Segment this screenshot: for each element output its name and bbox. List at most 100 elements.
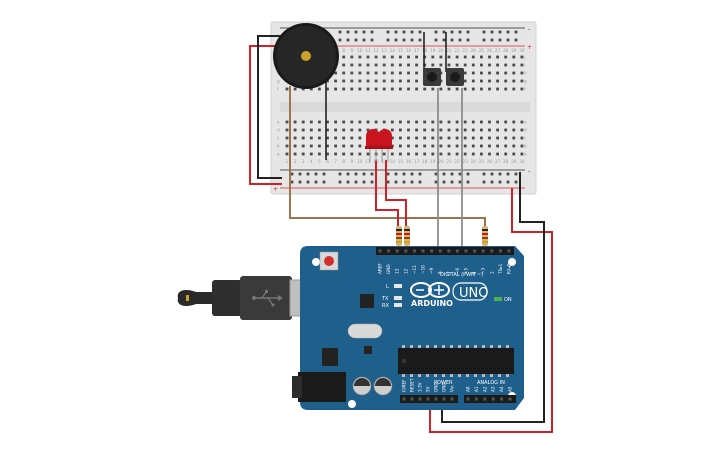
breadboard-hole[interactable] — [471, 120, 475, 124]
breadboard-hole[interactable] — [374, 55, 378, 59]
breadboard-hole[interactable] — [358, 71, 362, 75]
breadboard-hole[interactable] — [293, 128, 297, 132]
breadboard-hole[interactable] — [455, 144, 459, 148]
breadboard-hole[interactable] — [407, 136, 410, 140]
breadboard-hole[interactable] — [318, 144, 321, 148]
breadboard-hole[interactable] — [463, 152, 467, 156]
breadboard-hole[interactable] — [399, 136, 402, 140]
breadboard-hole[interactable] — [512, 120, 516, 124]
breadboard-hole[interactable] — [431, 128, 435, 132]
breadboard-hole[interactable] — [342, 128, 346, 132]
rail-hole[interactable] — [458, 38, 462, 42]
breadboard-hole[interactable] — [455, 136, 459, 140]
breadboard-hole[interactable] — [309, 144, 313, 148]
breadboard-hole[interactable] — [350, 71, 354, 75]
breadboard-hole[interactable] — [358, 128, 362, 132]
breadboard-hole[interactable] — [512, 79, 516, 83]
breadboard-hole[interactable] — [488, 55, 491, 59]
rail-hole[interactable] — [482, 172, 486, 176]
breadboard-hole[interactable] — [488, 152, 491, 156]
breadboard-hole[interactable] — [301, 136, 305, 140]
breadboard-hole[interactable] — [439, 144, 443, 148]
breadboard-hole[interactable] — [318, 136, 321, 140]
rail-hole[interactable] — [410, 180, 414, 184]
breadboard-hole[interactable] — [471, 87, 475, 91]
rail-hole[interactable] — [410, 38, 414, 42]
breadboard-hole[interactable] — [374, 120, 378, 124]
rail-hole[interactable] — [370, 30, 374, 34]
breadboard-hole[interactable] — [374, 63, 378, 67]
breadboard-hole[interactable] — [496, 152, 499, 156]
rail-hole[interactable] — [370, 180, 374, 184]
breadboard-hole[interactable] — [415, 71, 418, 75]
breadboard-hole[interactable] — [447, 87, 451, 91]
rail-hole[interactable] — [322, 172, 326, 176]
rail-hole[interactable] — [466, 30, 470, 34]
breadboard-hole[interactable] — [309, 87, 313, 91]
breadboard-hole[interactable] — [423, 144, 427, 148]
breadboard-hole[interactable] — [447, 136, 451, 140]
rail-hole[interactable] — [466, 172, 470, 176]
rail-hole[interactable] — [290, 172, 294, 176]
rail-hole[interactable] — [458, 172, 462, 176]
digital-pin-socket[interactable] — [498, 249, 502, 253]
breadboard-hole[interactable] — [455, 128, 459, 132]
rail-hole[interactable] — [514, 30, 518, 34]
breadboard-hole[interactable] — [326, 120, 329, 124]
breadboard-hole[interactable] — [350, 152, 354, 156]
rail-hole[interactable] — [466, 180, 470, 184]
breadboard-hole[interactable] — [520, 136, 524, 140]
rail-hole[interactable] — [506, 38, 510, 42]
breadboard-hole[interactable] — [342, 120, 346, 124]
rail-hole[interactable] — [434, 30, 438, 34]
breadboard-hole[interactable] — [415, 152, 418, 156]
breadboard-hole[interactable] — [439, 63, 443, 67]
breadboard-hole[interactable] — [431, 120, 435, 124]
breadboard-hole[interactable] — [318, 152, 321, 156]
breadboard-hole[interactable] — [309, 152, 313, 156]
breadboard-hole[interactable] — [423, 120, 427, 124]
breadboard-hole[interactable] — [382, 120, 386, 124]
digital-pin-socket[interactable] — [430, 249, 434, 253]
breadboard-hole[interactable] — [407, 79, 410, 83]
breadboard-hole[interactable] — [407, 128, 410, 132]
breadboard-hole[interactable] — [455, 63, 459, 67]
breadboard-hole[interactable] — [366, 55, 370, 59]
breadboard-hole[interactable] — [431, 55, 435, 59]
breadboard-hole[interactable] — [318, 87, 321, 91]
rail-hole[interactable] — [338, 172, 342, 176]
rail-hole[interactable] — [498, 172, 502, 176]
breadboard-hole[interactable] — [399, 152, 402, 156]
breadboard-hole[interactable] — [407, 152, 410, 156]
rail-hole[interactable] — [402, 180, 406, 184]
breadboard-hole[interactable] — [447, 128, 451, 132]
breadboard-hole[interactable] — [480, 128, 483, 132]
breadboard-hole[interactable] — [334, 144, 337, 148]
breadboard-hole[interactable] — [488, 144, 491, 148]
breadboard-hole[interactable] — [431, 152, 435, 156]
rail-hole[interactable] — [370, 172, 374, 176]
breadboard-hole[interactable] — [334, 136, 337, 140]
rail-hole[interactable] — [306, 172, 310, 176]
rail-hole[interactable] — [402, 38, 406, 42]
breadboard-hole[interactable] — [326, 136, 329, 140]
digital-pin-socket[interactable] — [404, 249, 408, 253]
breadboard-hole[interactable] — [415, 120, 418, 124]
rail-hole[interactable] — [506, 30, 510, 34]
breadboard-hole[interactable] — [301, 120, 305, 124]
breadboard-hole[interactable] — [293, 120, 297, 124]
rail-hole[interactable] — [458, 30, 462, 34]
breadboard-hole[interactable] — [309, 136, 313, 140]
rail-hole[interactable] — [386, 172, 390, 176]
rail-hole[interactable] — [298, 180, 302, 184]
breadboard-hole[interactable] — [301, 152, 305, 156]
breadboard-hole[interactable] — [399, 79, 402, 83]
breadboard-hole[interactable] — [496, 87, 499, 91]
rail-hole[interactable] — [514, 172, 518, 176]
breadboard-hole[interactable] — [512, 128, 516, 132]
breadboard-hole[interactable] — [350, 55, 354, 59]
breadboard-hole[interactable] — [350, 136, 354, 140]
breadboard-hole[interactable] — [334, 128, 337, 132]
rail-hole[interactable] — [290, 180, 294, 184]
breadboard-hole[interactable] — [358, 136, 362, 140]
